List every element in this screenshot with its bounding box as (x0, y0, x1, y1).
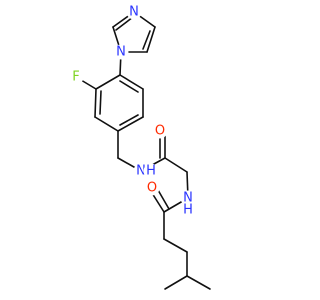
atom-fluorine: F (72, 70, 79, 85)
bond-ch-methyl1 (164, 275, 188, 290)
atom-imidazole-n1-background (113, 44, 129, 60)
atom-amide-oxygen2: O (147, 181, 157, 196)
imidazole-double-bond-c2-n3 (115, 16, 134, 31)
imidazole-bond-c4-c5 (146, 26, 156, 53)
bond-ch-methyl2 (186, 275, 211, 290)
bond-ch2a-ch2b (163, 238, 188, 253)
atom-amide-nh1: N (136, 164, 146, 179)
benzene-bond-c3-c4 (94, 116, 119, 132)
benzene-bond-c6-c1 (119, 74, 144, 90)
double-bond-carbonyl2-oxygen (157, 189, 170, 210)
atom-amide-oxygen2-background (144, 180, 160, 196)
atom-amide-nh1-hydrogen-background (143, 163, 159, 179)
atom-amide-nh2-hydrogen: H (183, 203, 193, 218)
bond-carbonyl1-alpha (164, 157, 188, 173)
atom-amide-nh2-hydrogen-background (180, 202, 196, 218)
atom-imidazole-n3-background (126, 4, 142, 20)
atom-imidazole-n3: N (129, 5, 139, 20)
atom-fluorine-background (68, 69, 84, 85)
benzene-double-bond-c6-c1 (119, 80, 139, 93)
benzene-bond-c1-c2 (95, 74, 121, 90)
benzene-bond-c2-c3 (94, 88, 97, 118)
benzene-double-bond-c2-c3 (99, 90, 102, 115)
benzene-double-bond-c4-c5 (119, 114, 139, 126)
atom-imidazole-n1: N (116, 45, 126, 60)
atom-amide-nh1-hydrogen: H (146, 164, 156, 179)
bond-carbonyl2-oxygen (151, 192, 165, 213)
atom-amide-oxygen1: O (155, 124, 165, 139)
atom-amide-nh2-background (180, 190, 196, 206)
bond-layer (75, 11, 211, 290)
atom-amide-oxygen1-background (152, 123, 168, 139)
imidazole-double-bond-c4-c5 (142, 30, 151, 50)
benzene-bond-c4-c5 (117, 116, 144, 132)
atom-amide-nh2: N (183, 191, 193, 206)
